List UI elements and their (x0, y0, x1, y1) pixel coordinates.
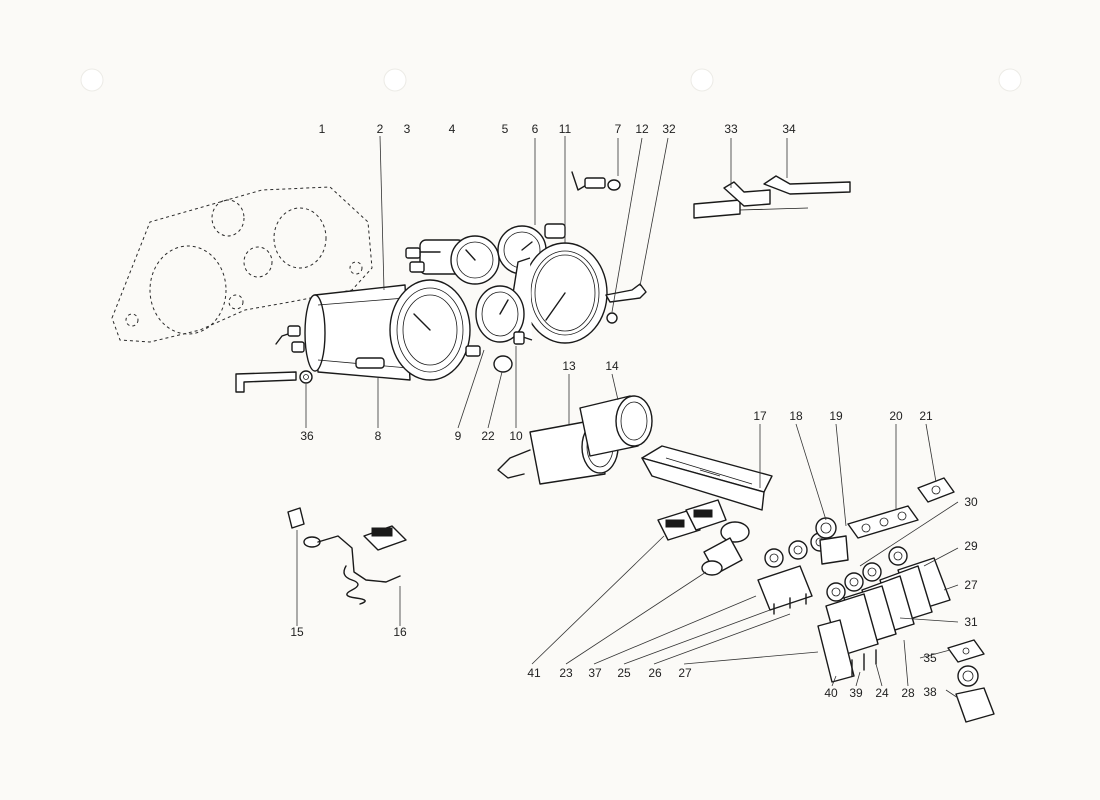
callout-29: 29 (964, 539, 978, 553)
callout-38: 38 (923, 685, 937, 699)
connector-cluster-left (405, 247, 441, 273)
callout-21: 21 (919, 409, 933, 423)
callout-27-lower: 27 (678, 666, 692, 680)
callout-1: 1 (319, 122, 326, 136)
callout-labels: 1 2 3 4 5 6 11 7 12 32 33 34 36 8 9 22 1… (290, 122, 978, 700)
callout-11: 11 (559, 122, 572, 136)
switch-bank-right (817, 546, 951, 683)
callout-10: 10 (509, 429, 523, 443)
speedometer (304, 279, 481, 381)
callout-15: 15 (290, 625, 304, 639)
dashboard-panel (111, 186, 373, 343)
callout-13: 13 (562, 359, 576, 373)
leader-lines (296, 135, 959, 699)
callout-35: 35 (923, 651, 937, 665)
plate-20 (847, 505, 919, 539)
callout-25: 25 (617, 666, 631, 680)
callout-20: 20 (889, 409, 903, 423)
ignition-lock-23 (701, 521, 750, 576)
callout-33: 33 (724, 122, 738, 136)
callout-16: 16 (393, 625, 407, 639)
callout-17: 17 (753, 409, 767, 423)
callout-18: 18 (789, 409, 803, 423)
callout-4: 4 (449, 122, 456, 136)
gauge-small-rear-left (419, 235, 500, 285)
callout-31: 31 (964, 615, 978, 629)
callout-22: 22 (481, 429, 495, 443)
bulb-12 (606, 312, 618, 324)
callout-6: 6 (532, 122, 539, 136)
knob-22 (493, 355, 513, 373)
callout-3: 3 (404, 122, 411, 136)
callout-23: 23 (559, 666, 573, 680)
console-17 (641, 445, 773, 511)
callout-27-upper: 27 (964, 578, 978, 592)
callout-37: 37 (588, 666, 602, 680)
callout-24: 24 (875, 686, 889, 700)
callout-7: 7 (615, 122, 622, 136)
gauge-small-middle (475, 285, 525, 345)
callout-12: 12 (635, 122, 649, 136)
bracket-33-34 (693, 175, 851, 219)
bulb-socket-7 (571, 171, 621, 191)
gauge-pair-13-14 (497, 395, 653, 485)
bracket-36 (235, 370, 313, 393)
callout-28: 28 (901, 686, 915, 700)
callout-41: 41 (527, 666, 541, 680)
callout-30: 30 (964, 495, 978, 509)
switch-row-left (757, 532, 830, 615)
callout-19: 19 (829, 409, 843, 423)
bracket-32 (605, 283, 647, 303)
plate-35 (947, 639, 985, 663)
callout-40: 40 (824, 686, 838, 700)
callout-14: 14 (605, 359, 619, 373)
callout-8: 8 (375, 429, 382, 443)
switch-41 (657, 499, 727, 541)
callout-5: 5 (502, 122, 509, 136)
callout-9: 9 (455, 429, 462, 443)
switch-18-19 (815, 517, 849, 565)
switch-38 (955, 665, 995, 723)
callout-32: 32 (662, 122, 676, 136)
instrument-cluster (235, 223, 647, 393)
binder-holes (80, 68, 1022, 92)
plate-21 (917, 477, 955, 503)
callout-26: 26 (648, 666, 662, 680)
callout-36: 36 (300, 429, 314, 443)
callout-34: 34 (782, 122, 796, 136)
cable-lamp-15-16 (287, 507, 407, 605)
callout-39: 39 (849, 686, 863, 700)
callout-2: 2 (377, 122, 384, 136)
